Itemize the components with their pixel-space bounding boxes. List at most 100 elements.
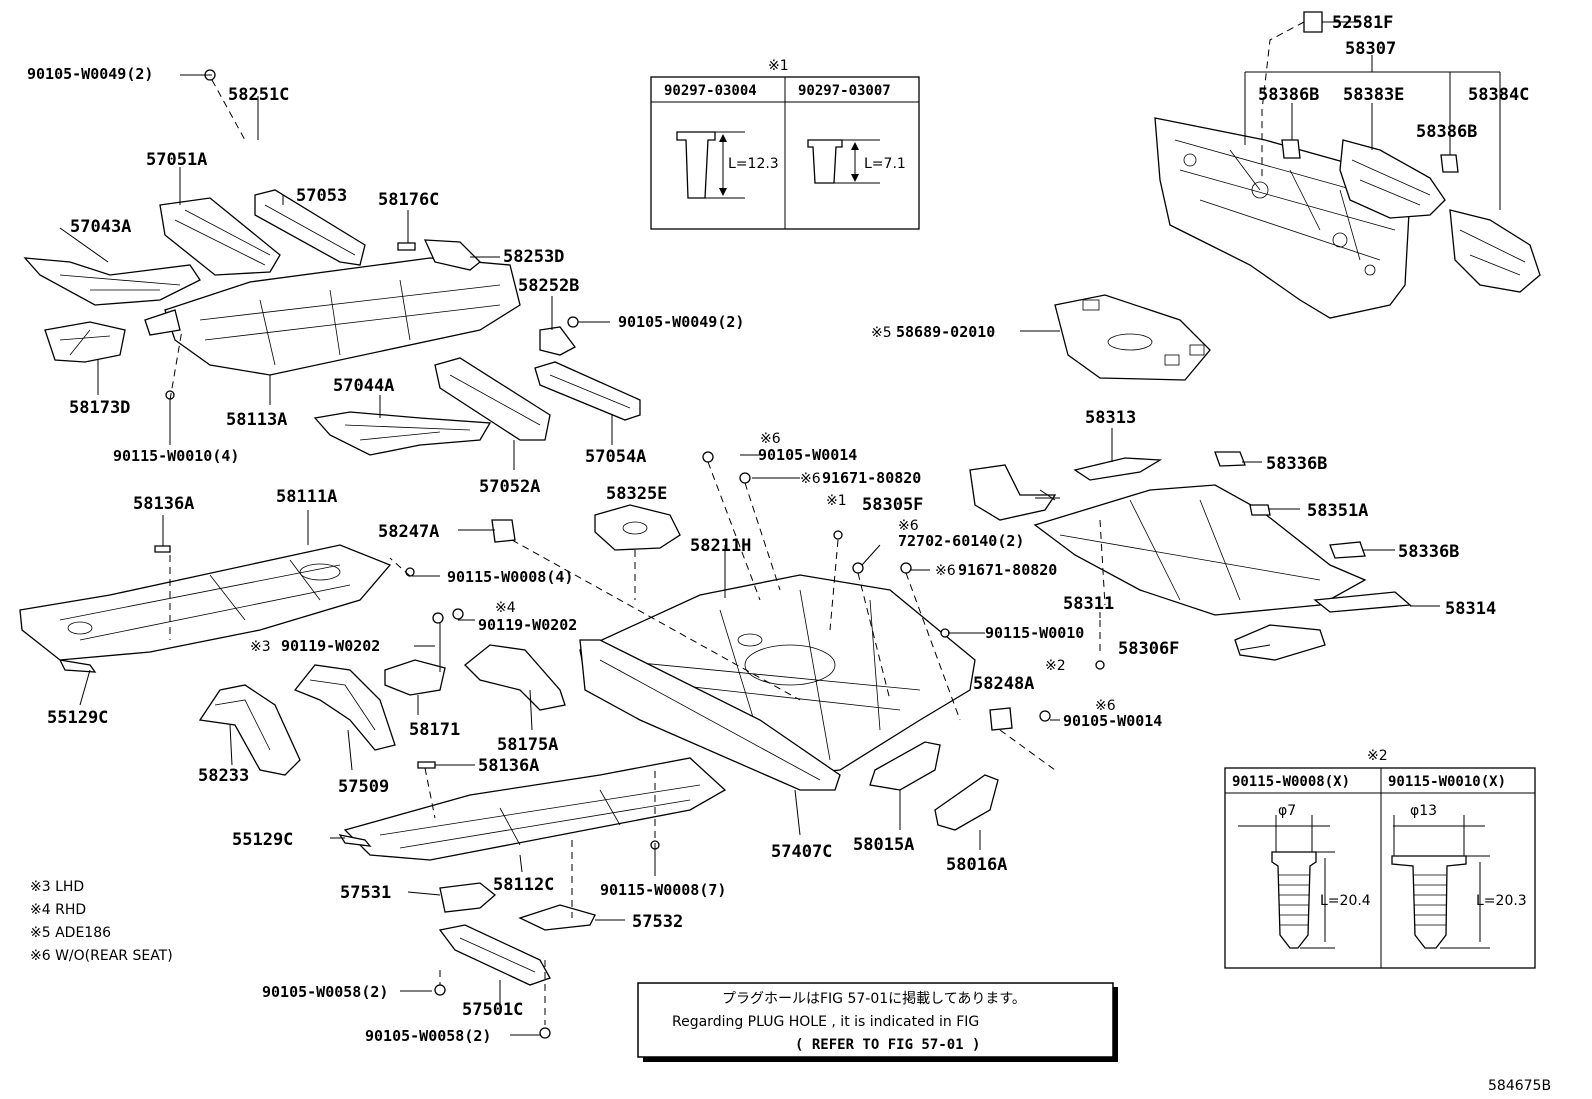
label-90115-W0010: 90115-W0010	[985, 624, 1084, 642]
fastener1-length: L=20.4	[1320, 893, 1371, 909]
front-floor-side-member-part	[144, 257, 521, 376]
bracket-58175A-part	[464, 644, 566, 711]
front-floor-pan-part	[19, 544, 392, 661]
plate-58171-part	[384, 659, 446, 696]
clip-52581F-part	[1303, 11, 1323, 33]
reinforcement-58384C-part	[1449, 209, 1541, 293]
member-57051A-part	[159, 197, 281, 276]
label-58173D: 58173D	[69, 398, 130, 418]
label-72702-60140: 72702-60140(2)	[898, 532, 1024, 550]
legend-lhd: ※3 LHD	[30, 879, 84, 895]
mark-1: ※1	[826, 493, 847, 509]
label-58306F: 58306F	[1118, 639, 1179, 659]
bracket-58233-part	[198, 684, 301, 776]
part-labels: 52581F 58307 58386B 58383E 58384C 58386B…	[27, 13, 1551, 1094]
label-58386B-b: 58386B	[1416, 122, 1477, 142]
rear-floor-side-member-part	[1033, 484, 1367, 616]
mark-6-b: ※6	[800, 471, 821, 487]
label-90119-W0202-a: 90119-W0202	[281, 637, 380, 655]
label-58313: 58313	[1085, 408, 1136, 428]
fastener-table-col2: 90115-W0010(X)	[1388, 774, 1506, 790]
label-58305F: 58305F	[862, 495, 923, 515]
clip-58136A-b	[417, 761, 436, 769]
mark-3: ※3	[250, 639, 271, 655]
bracket-58252B-part	[539, 326, 576, 356]
label-58253D: 58253D	[503, 247, 564, 267]
clip-spec-table: ※1 90297-03004 90297-03007 L=12.3 L=7.1	[650, 58, 920, 230]
silencer-pad-part	[1054, 294, 1211, 381]
label-58176C: 58176C	[378, 190, 439, 210]
label-57509: 57509	[338, 777, 389, 797]
label-57532: 57532	[632, 912, 683, 932]
clip-table-col2: 90297-03007	[798, 83, 891, 99]
label-58386B-a: 58386B	[1258, 85, 1319, 105]
member-57052A-part	[434, 357, 551, 441]
clip-58247A-part	[491, 519, 516, 543]
label-90119-W0202-b: 90119-W0202	[478, 616, 577, 634]
label-58015A: 58015A	[853, 835, 914, 855]
plate-58253D-part	[423, 239, 481, 271]
mark-6-c: ※6	[898, 518, 919, 534]
label-91671-80820-b: 91671-80820	[958, 561, 1057, 579]
label-58383E: 58383E	[1343, 85, 1404, 105]
label-57044A: 57044A	[333, 376, 394, 396]
clip-58386B-b	[1440, 154, 1459, 173]
label-58211H: 58211H	[690, 536, 751, 556]
clip-58176C-part	[397, 242, 416, 251]
label-58336B-b: 58336B	[1398, 542, 1459, 562]
plug-hole-note: プラグホールはFIG 57-01に掲載してあります。 Regarding PLU…	[637, 982, 1118, 1062]
label-52581F: 52581F	[1332, 13, 1393, 33]
reinforcement-58383E-part	[1339, 139, 1446, 219]
mark-6-d: ※6	[935, 563, 956, 579]
fastener2-diameter: φ13	[1410, 803, 1437, 819]
clip-58386B-a	[1281, 139, 1301, 159]
label-90115-W0010-4: 90115-W0010(4)	[113, 447, 239, 465]
label-58251C: 58251C	[228, 85, 289, 105]
label-58113A: 58113A	[226, 410, 287, 430]
bracket-57509-part	[293, 664, 396, 751]
label-58136A-b: 58136A	[478, 756, 539, 776]
mark-6-a: ※6	[760, 431, 781, 447]
label-58016A: 58016A	[946, 855, 1007, 875]
cover-58325E-part	[594, 504, 681, 551]
label-58311: 58311	[1063, 594, 1114, 614]
label-58336B-a: 58336B	[1266, 454, 1327, 474]
label-91671-80820-a: 91671-80820	[822, 469, 921, 487]
fastener1-diameter: φ7	[1278, 803, 1296, 819]
label-57054A: 57054A	[585, 447, 646, 467]
clip-table-col1: 90297-03004	[664, 83, 757, 99]
label-90115-W0008-7: 90115-W0008(7)	[600, 881, 726, 899]
clip-58248A-part	[989, 707, 1013, 731]
center-floor-pan-part	[343, 757, 727, 861]
bracket-57532-part	[518, 904, 596, 931]
label-57043A: 57043A	[70, 217, 131, 237]
legend-wo-rear-seat: ※6 W/O(REAR SEAT)	[30, 948, 173, 964]
mark-6-e: ※6	[1095, 698, 1116, 714]
legend-ade186: ※5 ADE186	[30, 925, 111, 941]
label-58175A: 58175A	[497, 735, 558, 755]
label-57531: 57531	[340, 883, 391, 903]
mark-2: ※2	[1045, 658, 1066, 674]
label-90105-W0049-a: 90105-W0049(2)	[27, 65, 153, 83]
panel-58314-part	[1313, 591, 1412, 613]
label-90105-W0058-b: 90105-W0058(2)	[365, 1027, 491, 1045]
label-58307: 58307	[1345, 39, 1396, 59]
label-58351A: 58351A	[1307, 501, 1368, 521]
label-90105-W0058-a: 90105-W0058(2)	[262, 983, 388, 1001]
label-58252B: 58252B	[518, 276, 579, 296]
clip2-length: L=7.1	[864, 156, 906, 172]
clip1-length: L=12.3	[728, 156, 779, 172]
clip-55129C-b	[338, 834, 372, 847]
label-57051A: 57051A	[146, 150, 207, 170]
panel-57043A-part	[23, 257, 201, 306]
clip-55129C-a	[58, 659, 97, 673]
fastener-table-col1: 90115-W0008(X)	[1232, 774, 1350, 790]
note-line-3: ( REFER TO FIG 57-01 )	[795, 1037, 980, 1053]
clip-58351A-part	[1249, 504, 1271, 516]
label-55129C-a: 55129C	[47, 708, 108, 728]
bracket-58173D-part	[44, 321, 126, 363]
label-90105-W0014-a: 90105-W0014	[758, 446, 857, 464]
fastener-table-mark: ※2	[1367, 748, 1388, 764]
legend-rhd: ※4 RHD	[30, 902, 86, 918]
